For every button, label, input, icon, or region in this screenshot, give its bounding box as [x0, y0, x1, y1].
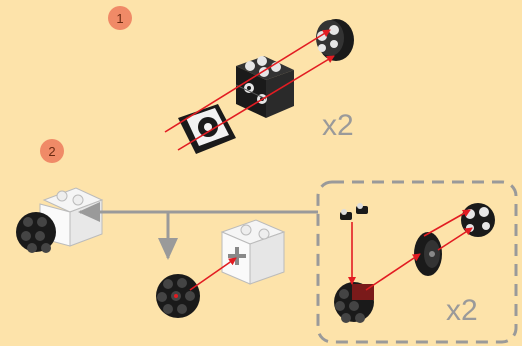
sub-assembly-disc: [414, 232, 442, 276]
step-1-badge: 1: [108, 6, 132, 30]
step-1-round-bumper: [316, 19, 354, 61]
sub-assembly-arrow-bumper-upper: [423, 209, 471, 237]
sub-assembly-arrow-bumper-lower: [437, 227, 473, 251]
step-2-number: 2: [48, 144, 55, 159]
step-2-result-assembly: [16, 187, 104, 253]
sub-assembly-small-pieces: [340, 203, 368, 220]
step-1-multiplier: x2: [322, 109, 354, 142]
step-1-arrow-lower: [177, 55, 335, 151]
step-2-white-brick: [220, 219, 286, 285]
sub-assembly-frame: [316, 180, 518, 344]
step-1-frame-plate: [178, 104, 236, 154]
step-2-multiplier: x2: [446, 294, 478, 327]
step-2-result-wheel-cluster: [16, 212, 56, 253]
step-2-arrow-brick: [189, 257, 237, 291]
step-1-arrow-upper: [164, 29, 331, 133]
step-1-double-brick: [235, 56, 294, 118]
sub-assembly-wheel-cluster: [334, 282, 374, 323]
step-2-badge: 2: [40, 139, 64, 163]
sub-assembly-arrow-disc: [365, 253, 421, 291]
step-1-number: 1: [116, 11, 123, 26]
step-2-wheel-cluster: [156, 274, 200, 318]
